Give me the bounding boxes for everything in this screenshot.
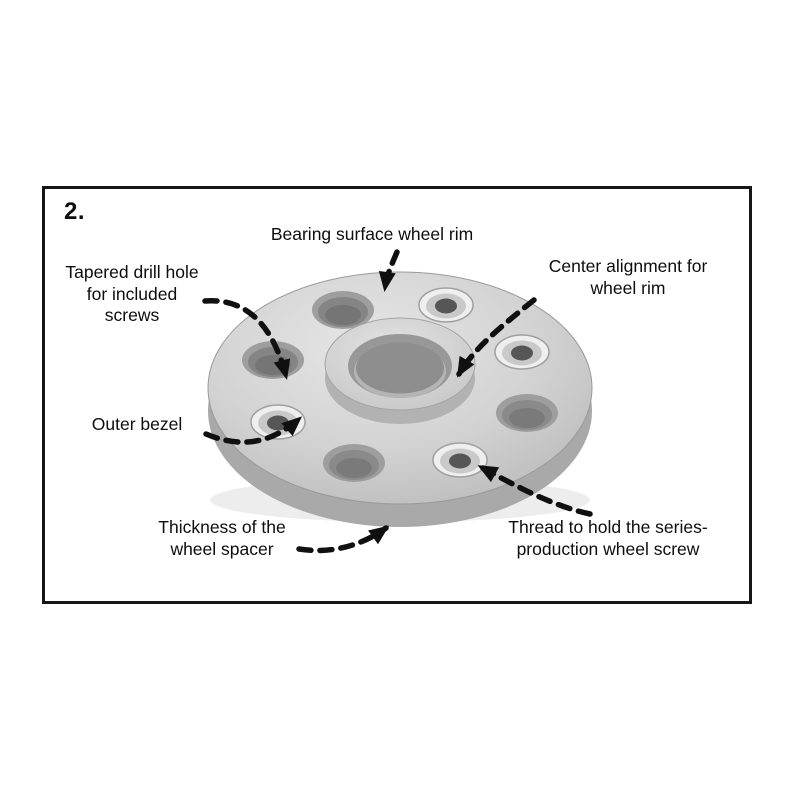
label-center-alignment: Center alignment for wheel rim — [548, 256, 708, 298]
figure-number: 2. — [64, 198, 86, 225]
label-tapered-drill-hole: Tapered drill hole for included screws — [65, 262, 199, 326]
label-bearing-surface: Bearing surface wheel rim — [270, 224, 474, 244]
label-thread: Thread to hold the series- production wh… — [508, 517, 708, 559]
label-outer-bezel: Outer bezel — [91, 414, 183, 434]
label-thickness: Thickness of the wheel spacer — [158, 517, 286, 559]
